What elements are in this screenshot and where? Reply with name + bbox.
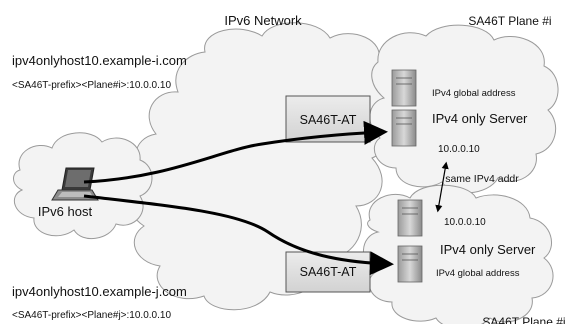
- plane-i-cloud: [369, 24, 559, 194]
- plane-j-server-ip: 10.0.0.10: [444, 217, 486, 228]
- svg-text:SA46T-AT: SA46T-AT: [300, 265, 357, 279]
- plane-j-server-label: IPv4 only Server: [440, 242, 536, 257]
- network-label: IPv6 Network: [224, 13, 302, 28]
- connection-arrow-plane-i: [83, 120, 388, 184]
- plane-i-server-ip: 10.0.0.10: [438, 144, 480, 155]
- plane-j-address: <SA46T-prefix><Plane#j>:10.0.0.10: [12, 310, 171, 321]
- plane-i-server-label: IPv4 only Server: [432, 111, 528, 126]
- same-addr-label: same IPv4 addr: [445, 173, 519, 185]
- server-icon: [391, 109, 417, 147]
- connection-arrow-plane-j: [83, 194, 394, 276]
- server-icon: [391, 69, 417, 107]
- plane-i-title: SA46T Plane #i: [468, 14, 551, 28]
- server-icon: [397, 245, 423, 283]
- plane-i-global-label: IPv4 global address: [432, 88, 516, 99]
- plane-i-fqdn: ipv4onlyhost10.example-i.com: [12, 53, 187, 68]
- plane-j-fqdn: ipv4onlyhost10.example-j.com: [12, 284, 187, 299]
- plane-j-global-label: IPv4 global address: [436, 268, 520, 279]
- plane-j-title: SA46T Plane #j: [482, 315, 565, 324]
- plane-i-address: <SA46T-prefix><Plane#i>:10.0.0.10: [12, 80, 171, 91]
- same-addr-arrow: [435, 161, 449, 213]
- host-label: IPv6 host: [38, 204, 93, 219]
- sa46t-at-box-j: SA46T-AT: [285, 251, 371, 293]
- svg-text:SA46T-AT: SA46T-AT: [300, 113, 357, 127]
- server-icon: [397, 199, 423, 237]
